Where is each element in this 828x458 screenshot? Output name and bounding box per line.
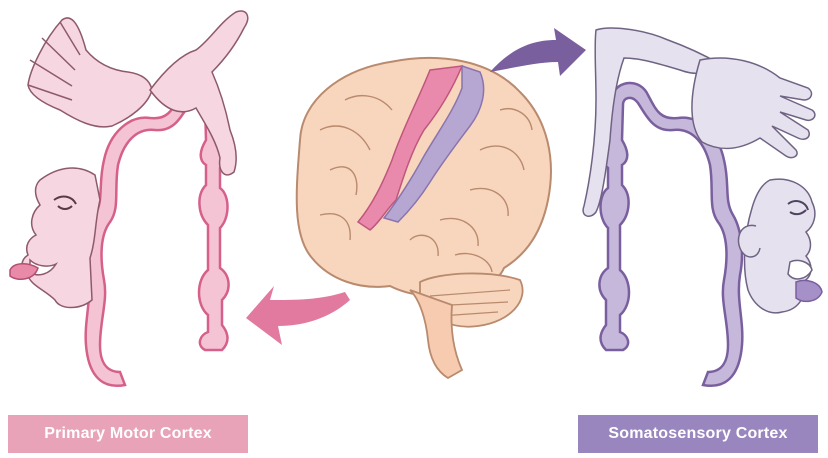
sensory-arrow-icon [490, 28, 586, 76]
motor-homunculus-icon [10, 11, 248, 386]
motor-arm [150, 11, 248, 175]
motor-face [22, 168, 100, 307]
sensory-homunculus-icon [583, 28, 822, 386]
sensory-tongue [796, 280, 822, 301]
brain-icon [297, 58, 551, 378]
motor-cortex-label: Primary Motor Cortex [8, 415, 248, 453]
motor-arrow-icon [246, 286, 350, 345]
motor-hand [28, 18, 152, 127]
sensory-cortex-label: Somatosensory Cortex [578, 415, 818, 453]
sensory-hand [692, 58, 815, 158]
